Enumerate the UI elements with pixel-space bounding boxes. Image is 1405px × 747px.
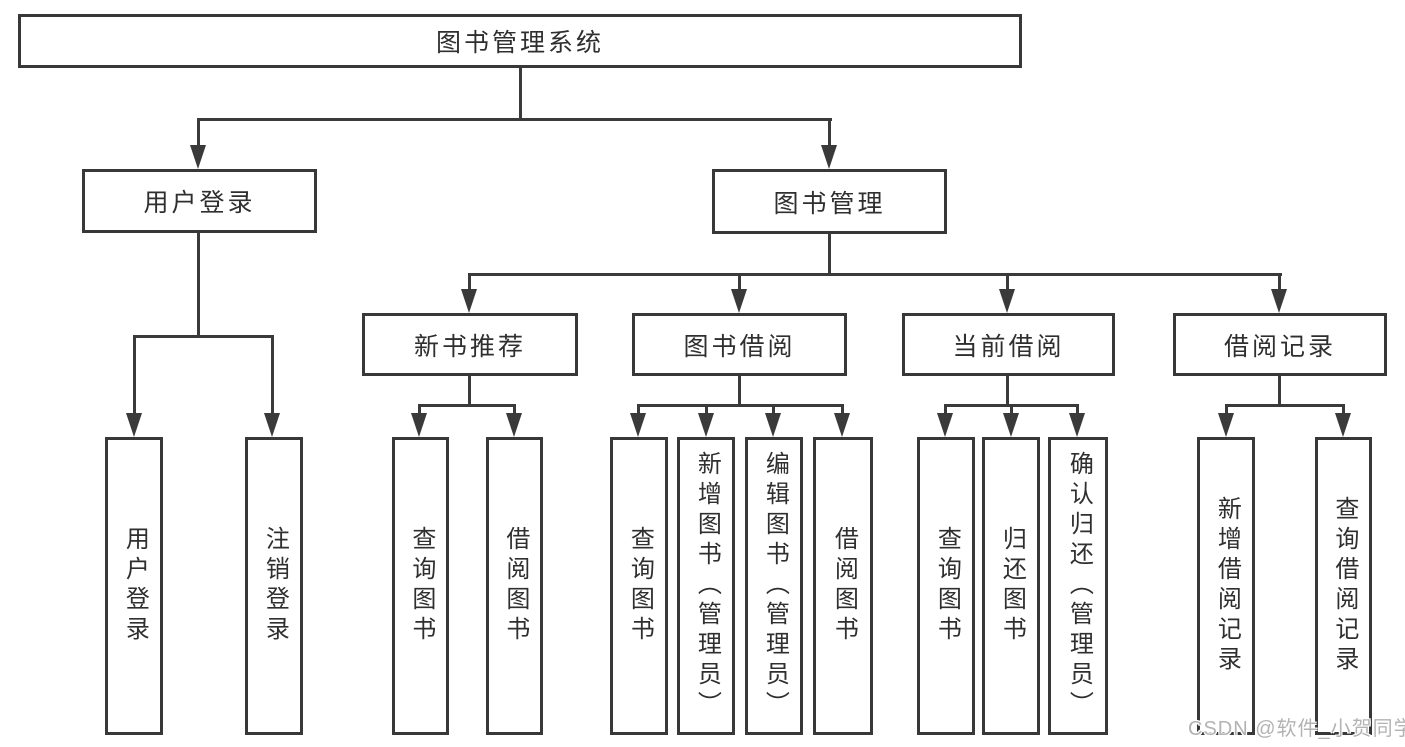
connector-book-management-bar	[468, 273, 1282, 276]
connector-drop-cb-leaf1	[944, 404, 947, 418]
connector-current-borrow-stem	[1006, 376, 1009, 404]
arrowhead-user-login	[190, 145, 206, 169]
node-root-label: 图书管理系统	[435, 29, 604, 57]
leaf-logout: 注销登录	[245, 437, 303, 735]
connector-root-bar	[197, 118, 832, 121]
connector-drop-leaf-login	[133, 335, 136, 417]
arrowhead-bb-leaf1	[630, 413, 646, 437]
leaf-cb-return-books-label: 归还图书	[998, 526, 1026, 646]
arrowhead-nb-leaf1	[411, 413, 427, 437]
connector-new-books-stem	[468, 376, 471, 404]
arrowhead-new-books	[461, 289, 477, 313]
node-book-borrow-label: 图书借阅	[683, 332, 796, 361]
arrowhead-cb-leaf1	[937, 413, 953, 437]
arrowhead-br-leaf2	[1335, 413, 1351, 437]
connector-drop-new-books	[468, 273, 471, 291]
leaf-bb-edit-books: 编辑图书（管理员）	[745, 437, 803, 735]
leaf-bb-borrow-books-label: 借阅图书	[830, 526, 858, 646]
node-current-borrow-label: 当前借阅	[952, 332, 1065, 361]
node-book-borrow: 图书借阅	[632, 313, 847, 376]
leaf-cb-return-books: 归还图书	[982, 437, 1040, 735]
connector-user-login-bar	[133, 335, 274, 338]
arrowhead-leaf-login	[126, 413, 142, 437]
connector-borrow-records-bar	[1225, 404, 1345, 407]
connector-drop-book-management	[828, 118, 831, 150]
connector-drop-bb-leaf1	[637, 404, 640, 418]
leaf-logout-label: 注销登录	[261, 526, 289, 646]
arrowhead-bb-leaf3	[765, 413, 781, 437]
connector-new-books-bar	[418, 404, 516, 407]
leaf-cb-search-books: 查询图书	[917, 437, 975, 735]
connector-drop-current-borrow	[1006, 273, 1009, 291]
arrowhead-bb-leaf2	[698, 413, 714, 437]
arrowhead-book-management	[821, 145, 837, 169]
connector-drop-bb-leaf2	[705, 404, 708, 418]
leaf-br-search-record-label: 查询借阅记录	[1330, 496, 1358, 676]
connector-drop-nb-leaf1	[418, 404, 421, 418]
connector-drop-bb-leaf4	[841, 404, 844, 418]
node-root: 图书管理系统	[18, 14, 1022, 68]
arrowhead-cb-leaf3	[1069, 413, 1085, 437]
arrowhead-borrow-records	[1271, 289, 1287, 313]
node-borrow-records-label: 借阅记录	[1223, 332, 1336, 361]
connector-drop-br-leaf1	[1225, 404, 1228, 418]
connector-drop-user-login	[197, 118, 200, 150]
leaf-user-login: 用户登录	[105, 437, 163, 735]
arrowhead-cb-leaf2	[1003, 413, 1019, 437]
connector-user-login-stem	[197, 233, 200, 335]
connector-drop-cb-leaf3	[1076, 404, 1079, 418]
connector-drop-borrow-records	[1278, 273, 1281, 291]
csdn-watermark: CSDN @软件_小贺同学	[1188, 718, 1405, 740]
leaf-bb-search-books-label: 查询图书	[626, 526, 654, 646]
leaf-nb-search-books: 查询图书	[392, 437, 449, 735]
connector-borrow-records-stem	[1278, 376, 1281, 404]
leaf-nb-borrow-books: 借阅图书	[486, 437, 543, 735]
arrowhead-book-borrow	[731, 289, 747, 313]
leaf-bb-edit-books-label: 编辑图书（管理员）	[761, 451, 789, 721]
connector-drop-br-leaf2	[1342, 404, 1345, 418]
node-user-login: 用户登录	[82, 169, 317, 233]
leaf-nb-borrow-books-label: 借阅图书	[501, 526, 529, 646]
arrowhead-bb-leaf4	[834, 413, 850, 437]
connector-drop-cb-leaf2	[1010, 404, 1013, 418]
connector-drop-leaf-logout	[271, 335, 274, 417]
node-book-management: 图书管理	[712, 169, 947, 234]
leaf-br-add-record-label: 新增借阅记录	[1213, 496, 1241, 676]
node-borrow-records: 借阅记录	[1173, 313, 1387, 376]
connector-root-stem	[519, 68, 522, 121]
node-user-login-label: 用户登录	[143, 189, 256, 217]
leaf-bb-search-books: 查询图书	[610, 437, 668, 735]
arrowhead-current-borrow	[999, 289, 1015, 313]
leaf-bb-borrow-books: 借阅图书	[813, 437, 873, 735]
node-current-borrow: 当前借阅	[902, 313, 1115, 376]
leaf-bb-add-books: 新增图书（管理员）	[677, 437, 735, 735]
leaf-cb-confirm-return: 确认归还（管理员）	[1048, 437, 1108, 735]
leaf-bb-add-books-label: 新增图书（管理员）	[693, 451, 721, 721]
arrowhead-br-leaf1	[1218, 413, 1234, 437]
leaf-br-add-record: 新增借阅记录	[1197, 437, 1255, 735]
leaf-cb-confirm-return-label: 确认归还（管理员）	[1065, 451, 1093, 721]
leaf-nb-search-books-label: 查询图书	[407, 526, 435, 646]
connector-book-borrow-bar	[637, 404, 844, 407]
arrowhead-nb-leaf2	[506, 413, 522, 437]
node-book-management-label: 图书管理	[773, 189, 886, 218]
connector-drop-nb-leaf2	[513, 404, 516, 418]
leaf-cb-search-books-label: 查询图书	[933, 526, 961, 646]
arrowhead-leaf-logout	[264, 413, 280, 437]
connector-drop-book-borrow	[738, 273, 741, 291]
connector-book-management-stem	[828, 234, 831, 273]
node-new-books-label: 新书推荐	[413, 332, 526, 361]
leaf-user-login-label: 用户登录	[121, 526, 149, 646]
node-new-books: 新书推荐	[362, 313, 578, 376]
connector-book-borrow-stem	[738, 376, 741, 404]
connector-drop-bb-leaf3	[772, 404, 775, 418]
leaf-br-search-record: 查询借阅记录	[1315, 437, 1372, 735]
